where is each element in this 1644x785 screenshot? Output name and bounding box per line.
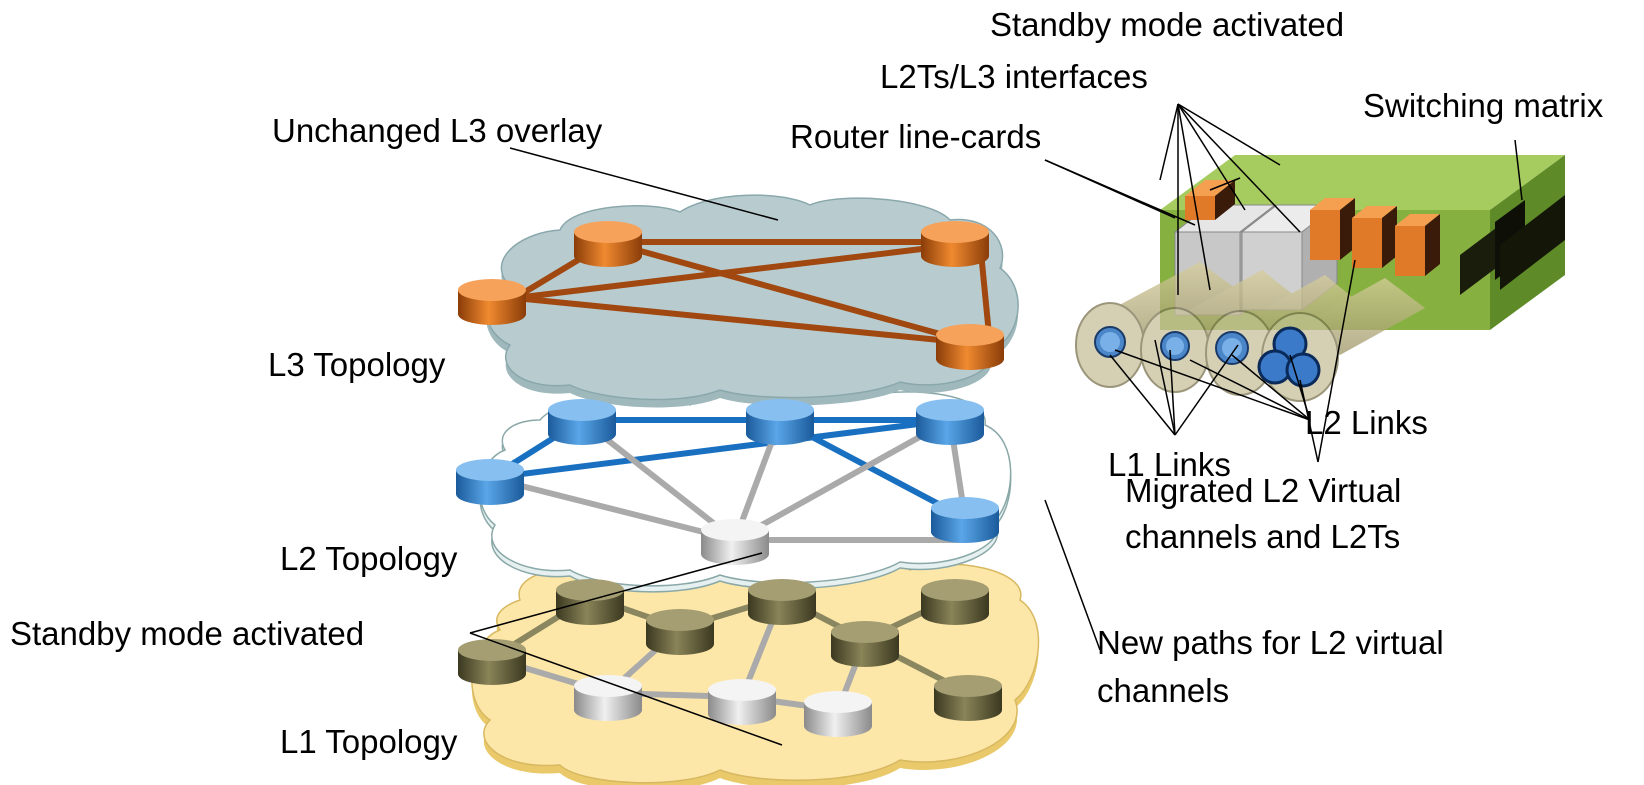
label-unchanged-overlay: Unchanged L3 overlay: [272, 112, 603, 149]
l2-node: [456, 459, 524, 505]
l2-standby-node: [701, 519, 769, 565]
l1-node: [831, 621, 899, 667]
label-l2-topology: L2 Topology: [280, 540, 458, 577]
label-migrated-line2: channels and L2Ts: [1125, 518, 1400, 555]
l1-node: [934, 675, 1002, 721]
label-l2-links: L2 Links: [1305, 404, 1428, 441]
label-l3-topology: L3 Topology: [268, 346, 446, 383]
l3-node: [921, 221, 989, 267]
l2-node: [746, 399, 814, 445]
l1-node: [748, 579, 816, 625]
l1-link-tubes: [1075, 262, 1425, 402]
l2-node: [548, 399, 616, 445]
l1-node: [921, 579, 989, 625]
label-standby-left: Standby mode activated: [10, 615, 364, 652]
label-l1-links: L1 Links: [1108, 446, 1231, 483]
l1-standby-node: [708, 679, 776, 725]
label-new-paths-line1: New paths for L2 virtual: [1097, 624, 1444, 661]
l3-node: [936, 324, 1004, 370]
l1-node: [646, 609, 714, 655]
label-line-cards: Router line-cards: [790, 118, 1041, 155]
l1-node: [458, 639, 526, 685]
l3-node: [574, 221, 642, 267]
label-l1-topology: L1 Topology: [280, 723, 458, 760]
l3-node: [458, 279, 526, 325]
callout-lines: [469, 103, 1523, 746]
labels: Standby mode activated L2Ts/L3 interface…: [10, 6, 1604, 760]
l2-node: [916, 399, 984, 445]
label-interfaces: L2Ts/L3 interfaces: [880, 58, 1148, 95]
interface-cards: [1185, 180, 1440, 276]
label-migrated-line1: Migrated L2 Virtual: [1125, 472, 1401, 509]
l1-standby-node: [574, 675, 642, 721]
l1-node: [556, 579, 624, 625]
label-switching-matrix: Switching matrix: [1363, 87, 1604, 124]
l2-node: [931, 497, 999, 543]
label-new-paths-line2: channels: [1097, 672, 1229, 709]
l1-standby-node: [804, 691, 872, 737]
label-standby-top: Standby mode activated: [990, 6, 1344, 43]
